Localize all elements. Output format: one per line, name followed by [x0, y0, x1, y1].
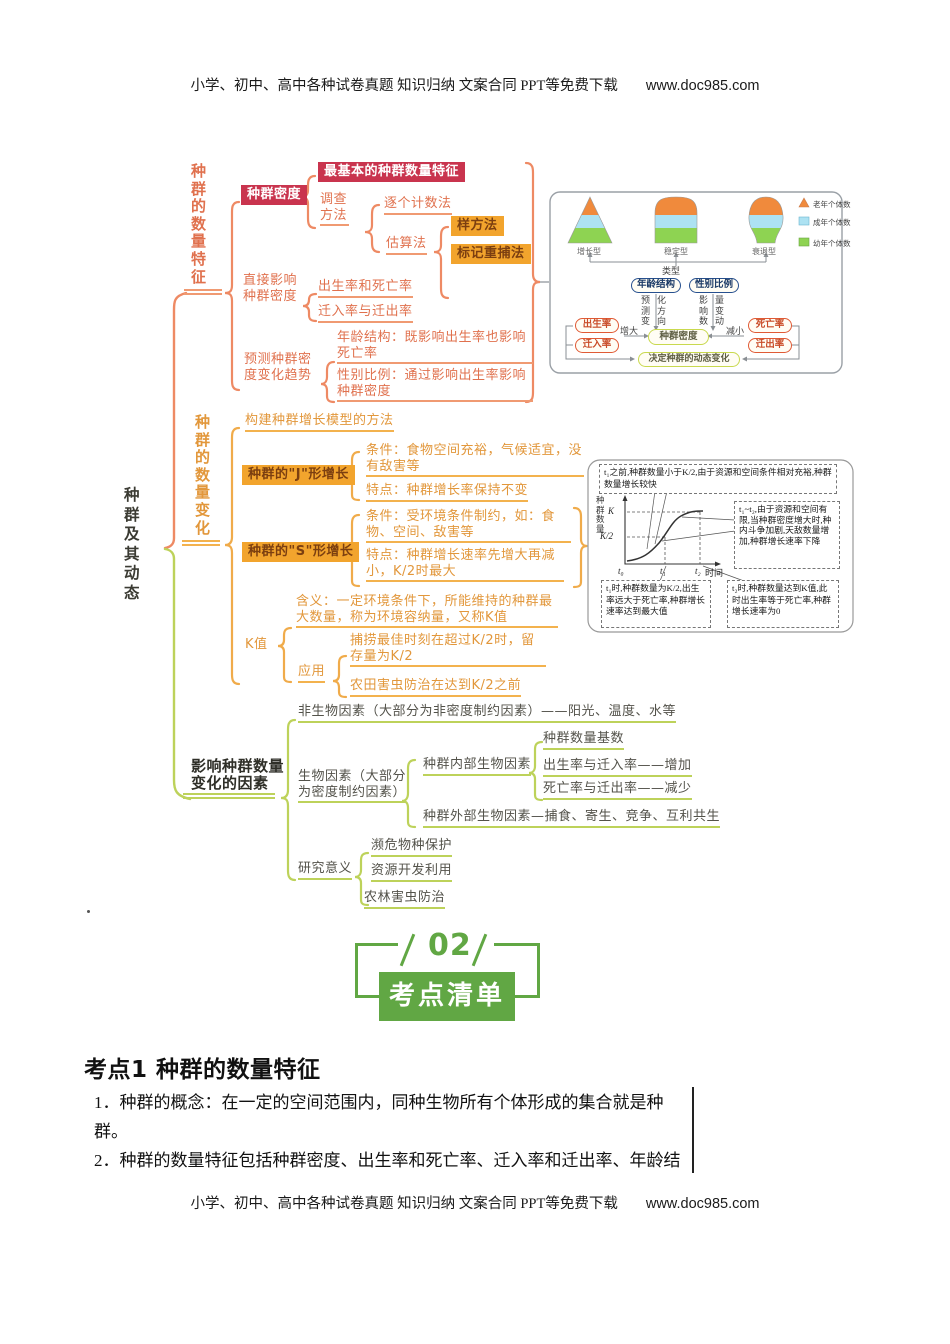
- text-cursor-bar: [692, 1087, 694, 1173]
- predict-direction-col1: 预测变: [641, 296, 651, 327]
- node-research-meaning: 研究意义: [298, 861, 353, 880]
- node-endangered: 濒危物种保护: [371, 838, 453, 857]
- note-t1: t₁时,种群数量为K/2,出生率远大于死亡率,种群增长速率达到最大值: [601, 580, 711, 628]
- section3-underline: [183, 793, 275, 799]
- type-label: 类型: [662, 267, 681, 277]
- node-count-all: 逐个计数法: [384, 196, 452, 215]
- birth-rate-node: 出生率: [575, 318, 619, 333]
- node-k-meaning: 含义：一定环境条件下，所能维持的种群最大数量，称为环境容纳量，又称K值: [296, 594, 558, 628]
- node-age-structure: 年龄结构：既影响出生率也影响死亡率: [337, 330, 533, 364]
- page-header: 小学、初中、高中各种试卷真题 知识归纳 文案合同 PPT等免费下载 www.doc…: [0, 74, 950, 95]
- badge-patch: [398, 936, 494, 950]
- node-j-feature: 特点：种群增长率保持不变: [366, 483, 529, 502]
- node-birth-death: 出生率和死亡率: [318, 279, 413, 298]
- node-forest-pest: 农林害虫防治: [364, 890, 446, 909]
- node-internal-factor: 种群内部生物因素: [423, 757, 532, 776]
- pyramid-growth-label: 增长型: [577, 247, 601, 256]
- node-predict-trend: 预测种群密度变化趋势: [244, 352, 312, 383]
- affect-quantity-col2: 量变动: [715, 296, 725, 327]
- node-resource: 资源开发利用: [371, 863, 453, 882]
- node-k-pest: 农田害虫防治在达到K/2之前: [350, 678, 522, 697]
- node-direct-affect: 直接影响种群密度: [243, 273, 298, 304]
- paragraph-1: 1．种群的概念：在一定的空间范围内，同种生物所有个体形成的集合就是种群。: [94, 1093, 664, 1141]
- note-t2: t₂时,种群数量达到K值,此时出生率等于死亡率,种群增长速率为0: [727, 580, 839, 628]
- tick-t1: t₁: [660, 566, 666, 576]
- legend-old-icon: [798, 197, 810, 208]
- death-rate-node: 死亡率: [748, 318, 792, 333]
- node-k-fishing: 捕捞最佳时刻在超过K/2时，留存量为K/2: [350, 633, 546, 667]
- population-density-node: 种群密度: [648, 329, 709, 345]
- legend-young-icon: [798, 237, 810, 247]
- node-s-condition: 条件：受环境条件制约，如：食物、空间、敌害等: [366, 509, 571, 543]
- node-survey-method: 调查方法: [320, 192, 349, 226]
- pyramid-decline-label: 衰退型: [752, 247, 776, 256]
- sex-ratio-node: 性别比例: [689, 278, 739, 293]
- mindmap-root: 种群及其动态: [124, 486, 140, 602]
- legend-young-label: 幼年个体数: [813, 239, 851, 248]
- pyramid-decline-icon: [748, 196, 784, 244]
- node-decrease-factor: 死亡率与迁出率——减少: [543, 781, 692, 800]
- immigration-rate-node: 迁入率: [575, 338, 619, 353]
- footer-url: www.doc985.com: [645, 1196, 760, 1212]
- determine-dynamics-node: 决定种群的动态变化: [638, 352, 740, 367]
- node-basic-feature: 最基本的种群数量特征: [318, 162, 466, 182]
- age-structure-node: 年龄结构: [631, 278, 681, 293]
- node-population-density: 种群密度: [241, 185, 308, 205]
- node-sex-ratio: 性别比例：通过影响出生率影响种群密度: [337, 368, 533, 402]
- node-biotic: 生物因素（大部分为密度制约因素）: [298, 769, 406, 803]
- node-external-factor: 种群外部生物因素—捕食、寄生、竞争、互利共生: [423, 809, 721, 828]
- node-model-method: 构建种群增长模型的方法: [245, 413, 394, 432]
- node-quadrat: 样方法: [451, 216, 504, 236]
- tick-t0: t₀: [618, 566, 624, 576]
- affect-quantity-col1: 影响数: [699, 296, 709, 327]
- header-text: 小学、初中、高中各种试卷真题 知识归纳 文案合同 PPT等免费下载: [190, 78, 618, 94]
- paragraph-2: 2．种群的数量特征包括种群密度、出生率和死亡率、迁入率和迁出率、年龄结: [94, 1151, 681, 1170]
- section2-underline: [182, 540, 220, 546]
- node-increase-factor: 出生率与迁入率——增加: [543, 758, 692, 777]
- legend-adult-icon: [798, 216, 810, 226]
- note-before-t1: t₁之前,种群数量小于K/2,由于资源和空间条件相对充裕,种群数量增长较快: [599, 464, 837, 494]
- node-s-growth: 种群的"S"形增长: [242, 542, 360, 562]
- legend-old-label: 老年个体数: [813, 200, 851, 209]
- s-curve: [626, 510, 704, 562]
- emigration-rate-node: 迁出率: [748, 338, 792, 353]
- section3-label: 影响种群数量变化的因素: [191, 757, 285, 792]
- note-t1-t2: t₁~t₂,由于资源和空间有限,当种群密度增大时,种内斗争加剧,天敌数量增加,种…: [734, 501, 840, 569]
- node-mark-recapture: 标记重捕法: [451, 244, 531, 264]
- section1-label: 种群的数量特征: [191, 162, 207, 286]
- increase-label: 增大: [620, 327, 639, 337]
- legend-adult-label: 成年个体数: [813, 218, 851, 227]
- badge-number: 02: [428, 928, 472, 963]
- topic-heading: 考点1 种群的数量特征: [84, 1057, 321, 1083]
- node-s-feature: 特点：种群增长速率先增大再减小，K/2时最大: [366, 548, 564, 582]
- page-footer: 小学、初中、高中各种试卷真题 知识归纳 文案合同 PPT等免费下载 www.doc…: [0, 1192, 950, 1213]
- section1-underline: [184, 289, 222, 295]
- node-k-value: K值: [245, 637, 268, 652]
- footer-text: 小学、初中、高中各种试卷真题 知识归纳 文案合同 PPT等免费下载: [190, 1196, 618, 1212]
- chart-xlabel: 时间: [705, 568, 724, 578]
- node-j-growth: 种群的"J"形增长: [242, 465, 355, 485]
- tick-t2: t₂: [695, 566, 701, 576]
- section2-label: 种群的数量变化: [195, 413, 211, 537]
- decrease-label: 减小: [726, 327, 745, 337]
- tick-k2: K/2: [600, 531, 614, 541]
- stray-dot: [87, 910, 90, 913]
- node-k-apply: 应用: [298, 664, 326, 683]
- node-base-number: 种群数量基数: [543, 731, 625, 750]
- node-migration: 迁入率与迁出率: [318, 304, 413, 323]
- pyramid-stable-label: 稳定型: [664, 247, 688, 256]
- header-url: www.doc985.com: [645, 78, 760, 94]
- node-abiotic: 非生物因素（大部分为非密度制约因素）——阳光、温度、水等: [298, 704, 677, 723]
- tick-k: K: [608, 506, 615, 516]
- node-j-condition: 条件：食物空间充裕，气候适宜，没有敌害等: [366, 443, 584, 477]
- chart-ylabel: 种群数量: [596, 496, 605, 535]
- node-estimate: 估算法: [386, 236, 427, 255]
- pyramid-stable-icon: [654, 196, 698, 244]
- badge-title: 考点清单: [379, 972, 515, 1021]
- predict-direction-col2: 化方向: [657, 296, 667, 327]
